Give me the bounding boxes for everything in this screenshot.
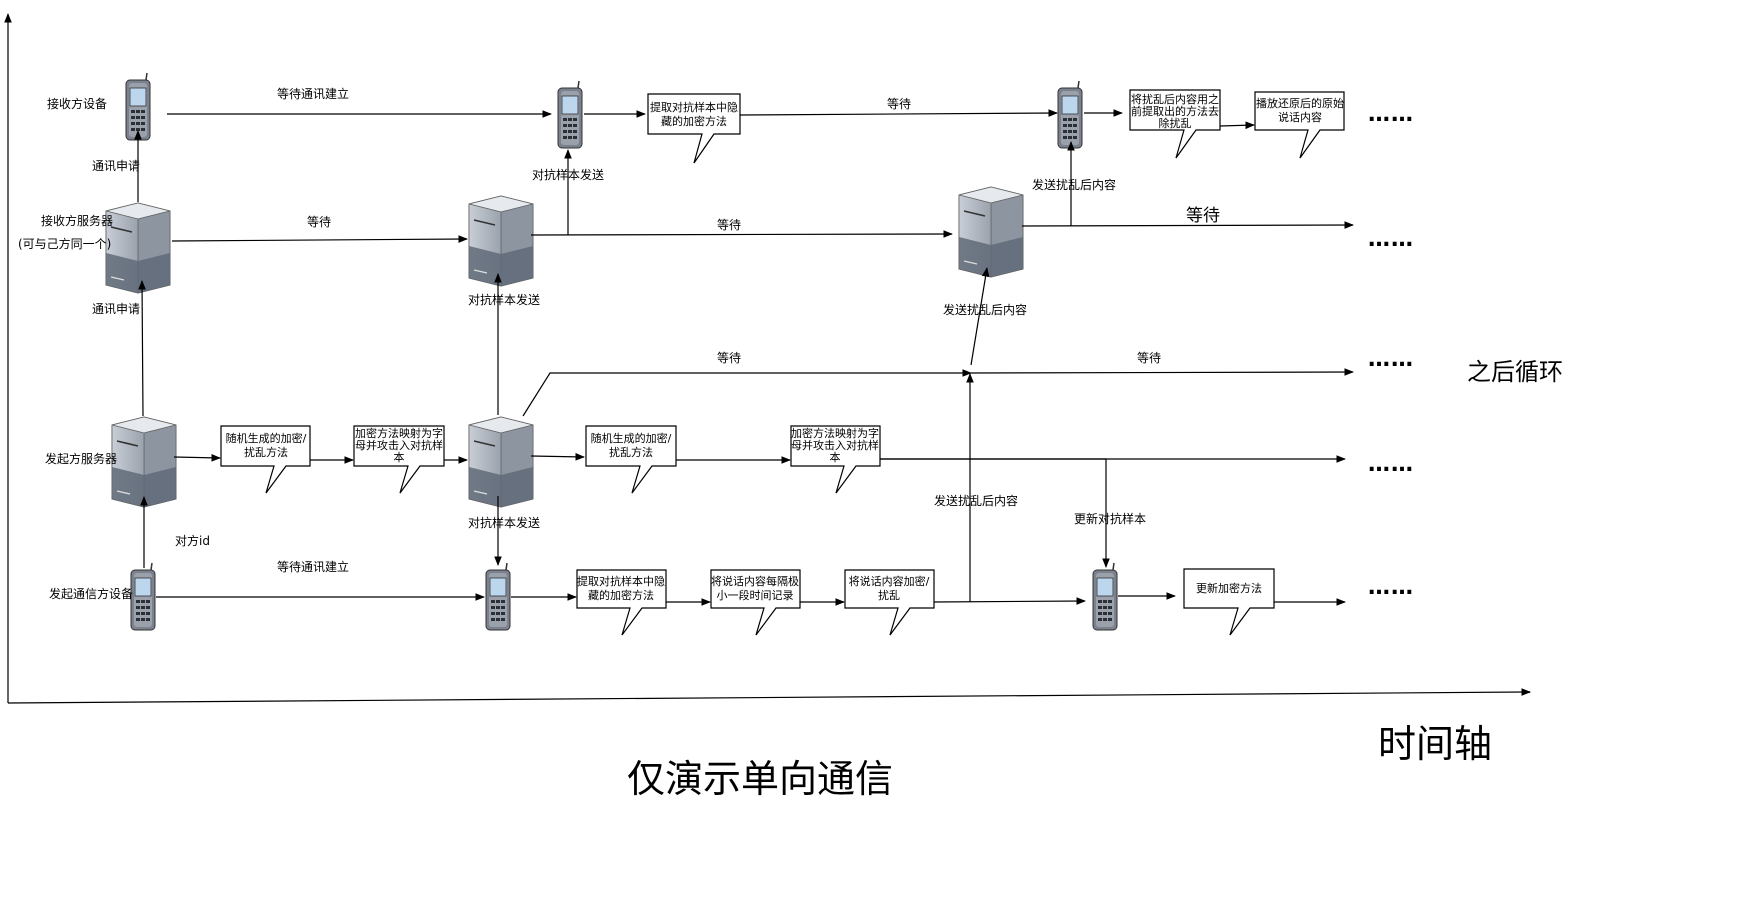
- bubble-map-chars-2-line2: 母并攻击入对抗样: [791, 438, 879, 452]
- bubble-extract-id-line2: 藏的加密方法: [588, 588, 654, 602]
- bubble-descramble-line1: 将扰乱后内容用之: [1131, 92, 1219, 106]
- bubble-update-method: 更新加密方法: [1183, 568, 1275, 636]
- lane-receiver-server: 接收方服务器: [41, 213, 113, 228]
- bubble-rand-gen-1-line2: 扰乱方法: [244, 445, 288, 459]
- ellipsis-row-2: ……: [1368, 227, 1414, 252]
- bubble-extract-rd: 提取对抗样本中隐 藏的加密方法: [647, 93, 741, 164]
- ellipsis-row-5: ……: [1368, 575, 1414, 600]
- bubble-map-chars-1: 加密方法映射为字 母并攻击入对抗样 本: [353, 425, 445, 494]
- receiver-device-phone-icon-2: [557, 80, 583, 149]
- label-wait-mid1: 等待: [717, 351, 741, 365]
- bubble-rand-gen-1: 随机生成的加密/ 扰乱方法: [220, 425, 311, 494]
- lane-receiver-device: 接收方设备: [47, 96, 107, 111]
- edge-is-to-rand1: [173, 453, 221, 462]
- label-wait-mid2: 等待: [1137, 351, 1161, 365]
- label-send-scrambled-3: 发送扰乱后内容: [1032, 177, 1116, 192]
- label-send-scrambled-2: 发送扰乱后内容: [943, 302, 1027, 317]
- label-wait-rs1: 等待: [307, 215, 331, 229]
- lane-initiator-server: 发起方服务器: [45, 451, 117, 466]
- bubble-map-chars-1-line2: 母并攻击入对抗样: [355, 438, 443, 452]
- bubble-record-line1: 将说话内容每隔极: [711, 574, 799, 588]
- bubble-play: 播放还原后的原始 说话内容: [1254, 91, 1345, 159]
- edge-wait-rs1: [171, 235, 468, 243]
- initiator-device-phone-icon: [130, 562, 156, 631]
- ellipsis-row-4: ……: [1368, 452, 1414, 477]
- bubble-extract-id: 提取对抗样本中隐 藏的加密方法: [576, 569, 667, 636]
- label-comm-request-lower: 通讯申请: [92, 302, 140, 316]
- label-send-scrambled-1: 发送扰乱后内容: [934, 493, 1018, 508]
- bubble-extract-rd-line2: 藏的加密方法: [661, 114, 727, 128]
- bubble-update-method-line1: 更新加密方法: [1196, 581, 1262, 595]
- lane-receiver-server-note: (可与己方同一个): [18, 236, 111, 251]
- ellipsis-row-3: ……: [1368, 347, 1414, 372]
- bubble-encrypt-line2: 扰乱: [878, 588, 900, 602]
- initiator-device-phone-icon-2: [485, 562, 511, 631]
- bubble-rand-gen-2-line1: 随机生成的加密/: [591, 431, 672, 445]
- lane-initiator-device: 发起通信方设备: [49, 586, 133, 601]
- bubble-map-chars-1-line1: 加密方法映射为字: [355, 426, 443, 440]
- bubble-descramble-line3: 除扰乱: [1159, 116, 1192, 130]
- receiver-server-icon-2: [468, 195, 534, 287]
- time-axis-label: 时间轴: [1378, 722, 1492, 766]
- initiator-server-icon: [111, 416, 177, 508]
- caption: 仅演示单向通信: [627, 757, 893, 801]
- edge-send-scrambled-to-rs: [970, 267, 990, 366]
- label-adv-send-up: 对抗样本发送: [468, 292, 540, 307]
- ellipsis-row-1: ……: [1368, 102, 1414, 127]
- label-adv-send-down: 对抗样本发送: [468, 515, 540, 530]
- label-adv-send-to-rd: 对抗样本发送: [532, 167, 604, 182]
- bubble-rand-gen-2: 随机生成的加密/ 扰乱方法: [585, 425, 677, 494]
- bubble-play-line1: 播放还原后的原始: [1256, 96, 1344, 110]
- edge-wait-rs3: [1021, 221, 1354, 229]
- bubble-map-chars-2: 加密方法映射为字 母并攻击入对抗样 本: [790, 425, 881, 494]
- edge-wait-rd: [739, 109, 1058, 117]
- edge-wait-rs2: [530, 230, 953, 238]
- label-wait-rs3: 等待: [1186, 206, 1220, 226]
- bubble-record: 将说话内容每隔极 小一段时间记录: [710, 569, 801, 636]
- receiver-device-phone-icon: [125, 72, 151, 141]
- bubble-extract-id-line1: 提取对抗样本中隐: [577, 574, 665, 588]
- receiver-server-icon: [105, 202, 171, 294]
- edge-update-adv: [880, 458, 1110, 568]
- edge-wait-mid1: [522, 369, 972, 417]
- bubble-encrypt-line1: 将说话内容加密/: [849, 574, 930, 588]
- edge-encrypt-to-id3: [933, 597, 1086, 605]
- label-wait-rs2: 等待: [717, 218, 741, 232]
- initiator-server-icon-2: [468, 416, 534, 508]
- bubble-rand-gen-1-line1: 随机生成的加密/: [226, 431, 307, 445]
- edge-wait-mid2: [970, 368, 1354, 376]
- bubble-encrypt: 将说话内容加密/ 扰乱: [844, 569, 935, 636]
- initiator-device-phone-icon-3: [1092, 562, 1118, 631]
- label-wait-conn-top: 等待通讯建立: [277, 86, 349, 101]
- label-update-adv: 更新对抗样本: [1074, 511, 1146, 526]
- edge-comm-request-lower: [138, 280, 146, 417]
- edge-to-play: [1219, 121, 1255, 130]
- bubble-descramble: 将扰乱后内容用之 前提取出的方法去 除扰乱: [1129, 89, 1221, 159]
- label-peer-id: 对方id: [175, 533, 210, 548]
- bubble-map-chars-2-line3: 本: [830, 450, 841, 464]
- label-wait-rd: 等待: [887, 97, 911, 111]
- edge-is2-to-rand2: [530, 452, 585, 461]
- receiver-device-phone-icon-3: [1057, 80, 1083, 149]
- bubble-descramble-line2: 前提取出的方法去: [1131, 104, 1219, 118]
- bubble-play-line2: 说话内容: [1278, 110, 1322, 124]
- bubble-map-chars-2-line1: 加密方法映射为字: [791, 426, 879, 440]
- time-axis: [7, 688, 1531, 704]
- label-comm-request-upper: 通讯申请: [92, 159, 140, 173]
- label-wait-conn-bottom: 等待通讯建立: [277, 559, 349, 574]
- bubble-map-chars-1-line3: 本: [394, 450, 405, 464]
- bubble-rand-gen-2-line2: 扰乱方法: [609, 445, 653, 459]
- bubble-record-line2: 小一段时间记录: [717, 588, 794, 602]
- loop-label: 之后循环: [1467, 358, 1563, 386]
- receiver-server-icon-3: [958, 186, 1024, 278]
- bubble-extract-rd-line1: 提取对抗样本中隐: [650, 100, 738, 114]
